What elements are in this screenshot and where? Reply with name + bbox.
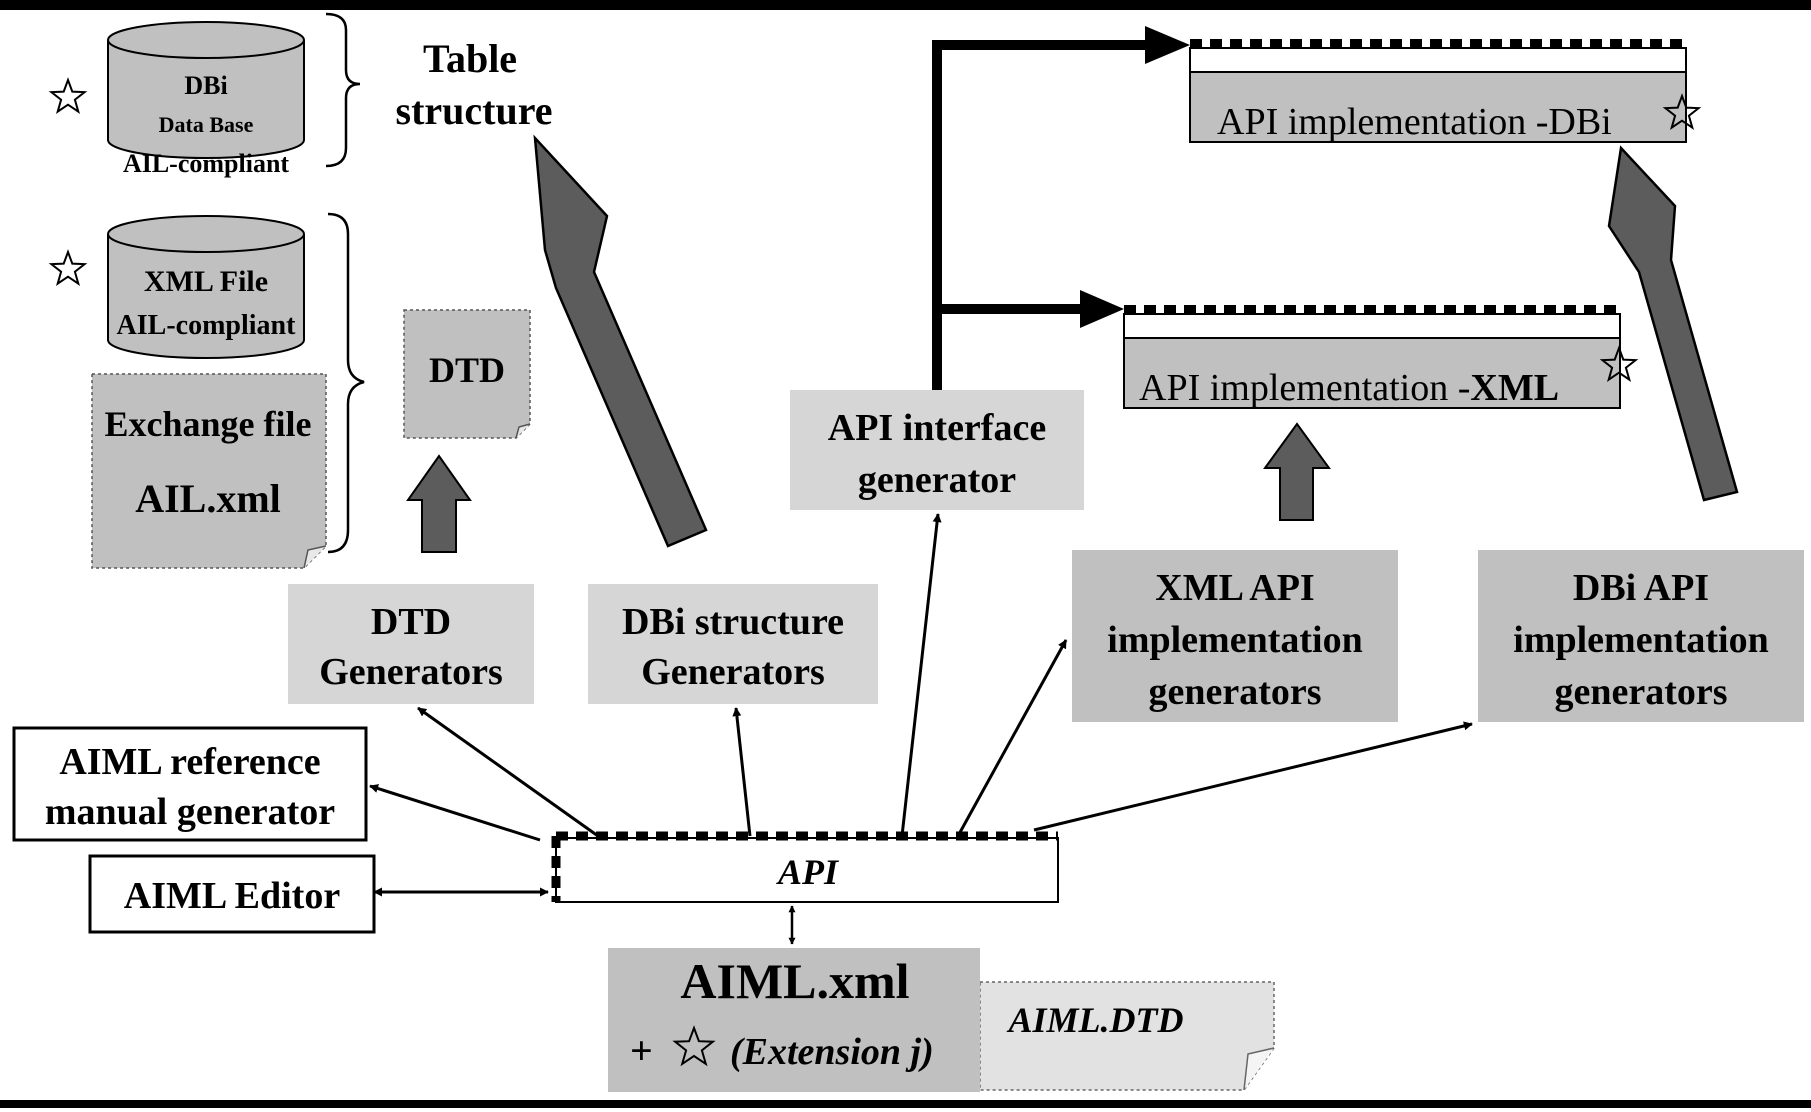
- dbi-connector-arrowhead: [1145, 26, 1190, 64]
- api-interface-generator-title: API interface: [828, 407, 1046, 449]
- aiml-editor-label: AIML Editor: [124, 875, 341, 917]
- xml-connector-arrowhead: [1080, 290, 1124, 328]
- bottom-border: [0, 1100, 1811, 1108]
- aiml-dtd-document: AIML.DTD: [979, 981, 1275, 1091]
- dtd-generators-box: DTD Generators: [288, 584, 534, 704]
- dtd-document: DTD: [403, 309, 531, 439]
- xml-api-generators-suffix: generators: [1148, 671, 1321, 713]
- dbi-implementation-output-arrow: [1607, 145, 1739, 502]
- xml-implementation-output-arrow: [1263, 422, 1331, 521]
- api-to-xml-api-generators-arrow: [956, 639, 1068, 837]
- reference-manual-title: AIML reference: [59, 741, 320, 783]
- api-to-dtd-generators-arrow: [417, 706, 599, 838]
- api-interface-generator-subtitle: generator: [858, 459, 1016, 501]
- star-outline-icon: [48, 77, 88, 114]
- xml-file-compliance: AIL-compliant: [117, 310, 297, 341]
- table-structure-label-line2: structure: [396, 88, 553, 133]
- dbi-database-compliance: AIL-compliant: [123, 149, 289, 178]
- aiml-editor-box: AIML Editor: [88, 854, 376, 934]
- dtd-generators-title: DTD: [371, 601, 451, 643]
- aiml-xml-box: AIML.xml + (Extension j): [608, 948, 980, 1092]
- dbi-implementation-label: API implementation -DBi: [1217, 101, 1612, 143]
- dtd-brace: [327, 212, 365, 554]
- table-structure-output-arrow: [533, 134, 708, 548]
- star-outline-icon: [1662, 93, 1702, 130]
- dbi-api-generators-subtitle: implementation: [1513, 619, 1768, 661]
- xml-api-generators-subtitle: implementation: [1107, 619, 1362, 661]
- xml-implementation-bar: API implementation -XML: [1123, 305, 1621, 409]
- xml-api-implementation-generators-box: XML API implementation generators: [1072, 550, 1398, 722]
- api-interface-generator-box: API interface generator: [790, 390, 1084, 510]
- dbi-implementation-bar: API implementation -DBi: [1189, 39, 1687, 143]
- dbi-structure-generators-subtitle: Generators: [641, 651, 825, 693]
- api-to-interface-generator-arrow: [900, 513, 942, 837]
- api-to-dbi-structure-arrow: [732, 707, 752, 837]
- api-bar: API: [551, 831, 1059, 903]
- exchange-file-name: AIL.xml: [135, 476, 281, 521]
- reference-manual-subtitle: manual generator: [45, 791, 335, 833]
- dbi-database-title: DBi: [184, 71, 227, 100]
- dtd-generators-subtitle: Generators: [319, 651, 503, 693]
- api-interface-to-dbi-connector: [932, 40, 1155, 390]
- api-label: API: [776, 852, 840, 892]
- dbi-structure-generators-box: DBi structure Generators: [588, 584, 878, 704]
- xml-implementation-label: API implementation -: [1139, 367, 1470, 409]
- aiml-dtd-label: AIML.DTD: [1006, 1000, 1183, 1040]
- star-outline-icon: [672, 1025, 716, 1067]
- xml-file-database: XML File AIL-compliant: [107, 215, 305, 359]
- dbi-api-generators-suffix: generators: [1554, 671, 1727, 713]
- api-to-dbi-api-generators-arrow: [1033, 721, 1473, 832]
- star-outline-icon: [48, 249, 88, 286]
- exchange-file-title: Exchange file: [105, 404, 312, 444]
- xml-api-generators-title: XML API: [1155, 567, 1314, 609]
- table-structure-brace: [325, 12, 361, 168]
- dbi-structure-generators-title: DBi structure: [622, 601, 844, 643]
- xml-file-title: XML File: [144, 265, 268, 298]
- aiml-reference-manual-generator-box: AIML reference manual generator: [12, 726, 368, 842]
- dtd-document-label: DTD: [429, 350, 505, 390]
- top-border: [0, 0, 1811, 10]
- exchange-file-document: Exchange file AIL.xml: [91, 373, 327, 569]
- dbi-database: DBi Data Base AIL-compliant: [107, 21, 305, 178]
- aiml-extension-label: (Extension j): [730, 1031, 934, 1073]
- dtd-output-arrow: [406, 454, 472, 553]
- aiml-xml-title: AIML.xml: [680, 953, 909, 1009]
- dbi-api-generators-title: DBi API: [1573, 567, 1709, 609]
- xml-implementation-label-bold: XML: [1470, 367, 1559, 409]
- table-structure-label: Table: [423, 36, 517, 81]
- star-outline-icon: [1599, 345, 1639, 382]
- svg-text:API implementation -XML: API implementation -XML: [1139, 367, 1559, 409]
- aiml-plus-sign: +: [630, 1028, 653, 1073]
- api-to-reference-manual-arrow: [369, 784, 541, 842]
- dbi-database-subtitle: Data Base: [159, 112, 254, 137]
- dbi-api-implementation-generators-box: DBi API implementation generators: [1478, 550, 1804, 722]
